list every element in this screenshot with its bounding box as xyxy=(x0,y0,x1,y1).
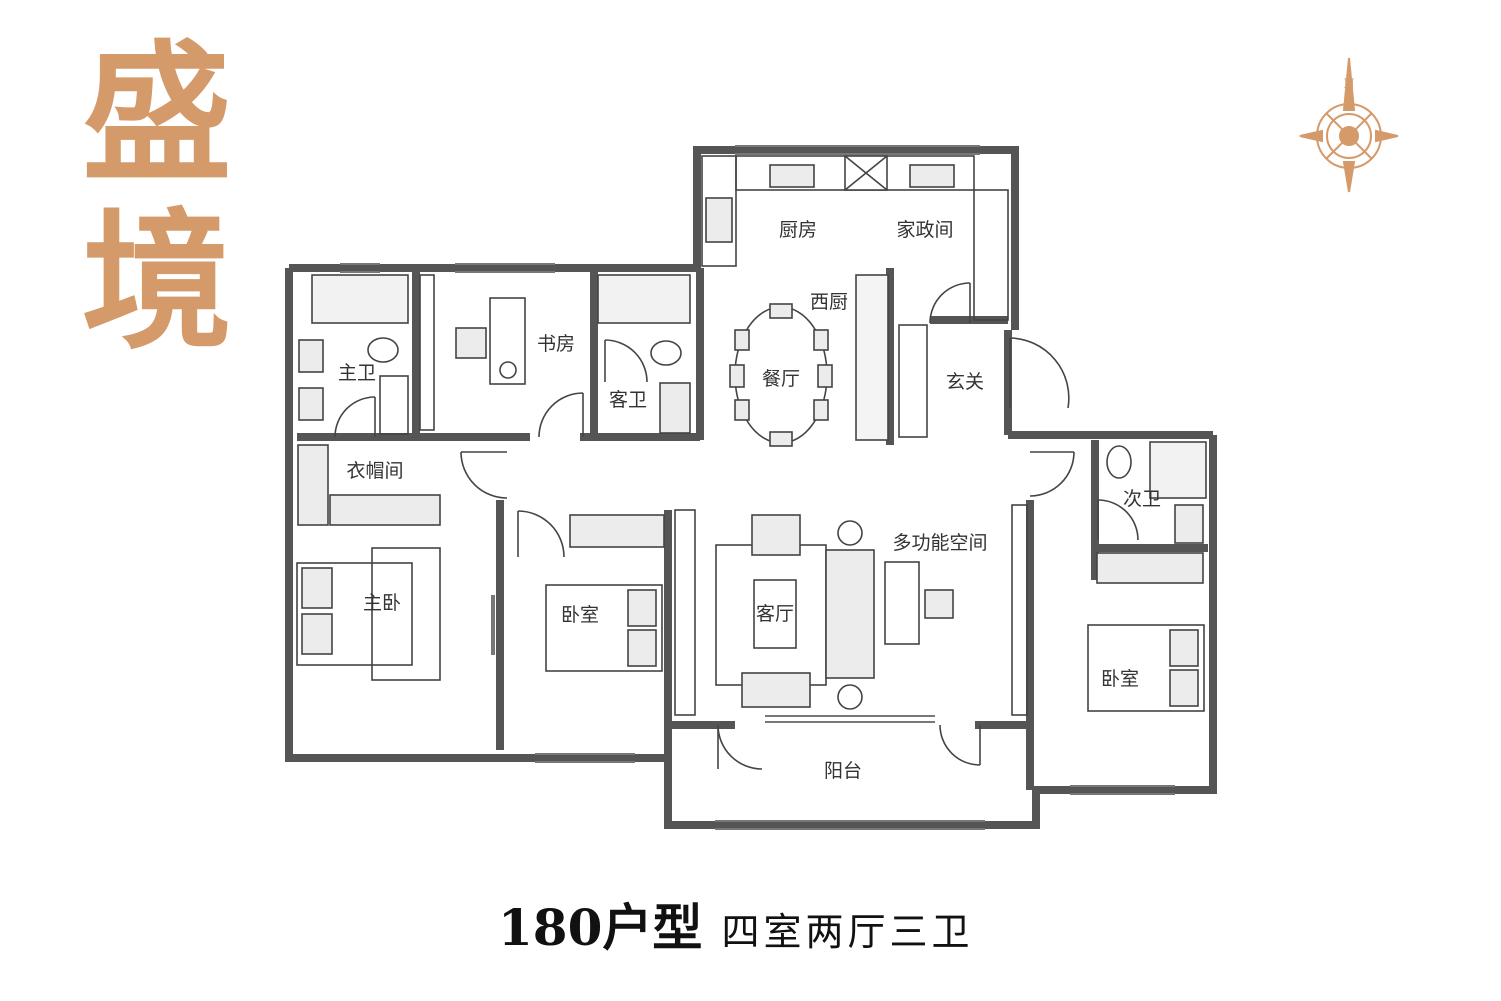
label-multi-space: 多功能空间 xyxy=(892,532,987,554)
room-labels: 厨房 家政间 西厨 餐厅 玄关 书房 客卫 主卫 衣帽间 主卧 卧室 客厅 多功… xyxy=(338,219,1161,782)
doors xyxy=(334,282,1139,770)
floorplan-caption: 180户型 四室两厅三卫 xyxy=(498,888,973,958)
layout-description: 四室两厅三卫 xyxy=(721,910,974,954)
walls xyxy=(285,146,1217,829)
windows xyxy=(340,145,1175,830)
label-guest-bath: 客卫 xyxy=(609,389,647,411)
unit-type-label: 180户型 xyxy=(498,898,703,957)
label-bedroom-2: 卧室 xyxy=(1101,668,1139,690)
label-cloakroom: 衣帽间 xyxy=(346,460,403,482)
label-bedroom-1: 卧室 xyxy=(561,604,599,626)
label-master-bedroom: 主卧 xyxy=(363,592,401,614)
label-kitchen: 厨房 xyxy=(779,219,817,241)
north-label: N xyxy=(1343,77,1354,92)
brand-char-1: 盛 xyxy=(82,26,233,202)
label-western-kitchen: 西厨 xyxy=(810,291,848,313)
brand-char-2: 境 xyxy=(82,194,233,370)
label-living-room: 客厅 xyxy=(756,603,794,625)
label-balcony: 阳台 xyxy=(824,760,862,782)
furniture xyxy=(296,155,1207,716)
label-dining: 餐厅 xyxy=(762,368,800,390)
label-second-bath: 次卫 xyxy=(1123,488,1161,510)
label-study: 书房 xyxy=(537,333,575,355)
label-entrance: 玄关 xyxy=(946,371,984,393)
label-housekeeping: 家政间 xyxy=(896,219,953,241)
brand-title: 盛 境 xyxy=(82,30,242,366)
compass-rose-icon xyxy=(1299,57,1399,193)
label-master-bath: 主卫 xyxy=(338,362,376,384)
